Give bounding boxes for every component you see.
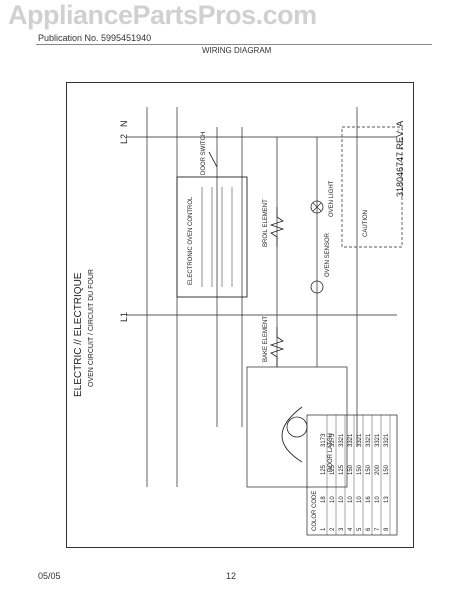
color-code-cell-temp: 150 xyxy=(384,464,390,475)
color-code-cell-wire: 3321 xyxy=(339,433,345,447)
color-code-cell-gauge: 10 xyxy=(348,496,354,503)
color-code-title: COLOR CODE xyxy=(312,491,318,531)
color-code-cell-wire: 3321 xyxy=(384,433,390,447)
color-code-cell-temp: 125 xyxy=(339,464,345,475)
caution-label: CAUTION xyxy=(363,210,369,237)
color-code-cell-gauge: 10 xyxy=(357,496,363,503)
color-code-cell-temp: 200 xyxy=(375,464,381,475)
color-code-cell-temp: 150 xyxy=(348,464,354,475)
latch-label: DOOR LATCH xyxy=(328,433,334,472)
wiring-diagram: ELECTRIC // ELECTRIQUE OVEN CIRCUIT / CI… xyxy=(73,107,405,536)
supply-l1-label: L1 xyxy=(119,312,129,322)
watermark: AppliancePartsPros.com xyxy=(8,0,317,30)
color-code-cell-gauge: 10 xyxy=(330,496,336,503)
color-code-cell-code: 1 xyxy=(321,527,327,531)
header-rule xyxy=(36,44,432,45)
door-switch-label: DOOR SWITCH xyxy=(201,132,207,175)
color-code-cell-temp: 150 xyxy=(366,464,372,475)
color-code-cell-wire: 3321 xyxy=(348,433,354,447)
wiring-diagram-frame: ELECTRIC // ELECTRIQUE OVEN CIRCUIT / CI… xyxy=(66,82,414,548)
supply-l2-label: L2 xyxy=(119,134,129,144)
color-code-cell-code: 2 xyxy=(330,527,336,531)
color-code-cell-code: 6 xyxy=(366,527,372,531)
color-code-cell-wire: 3173 xyxy=(321,433,327,447)
diagram-subheading: OVEN CIRCUIT / CIRCUIT DU FOUR xyxy=(88,269,95,387)
footer-date: 05/05 xyxy=(38,571,61,581)
page-header: Publication No. 5995451940 xyxy=(38,33,152,43)
sensor-label: OVEN SENSOR xyxy=(325,232,331,277)
color-code-table xyxy=(306,414,398,536)
color-code-cell-gauge: 10 xyxy=(339,496,345,503)
color-code-cell-temp: 125 xyxy=(321,464,327,475)
color-code-cell-wire: 3321 xyxy=(366,433,372,447)
color-code-cell-gauge: 18 xyxy=(321,496,327,503)
color-code-cell-wire: 3321 xyxy=(357,433,363,447)
color-code-cell-wire: 3321 xyxy=(375,433,381,447)
diagram-title: WIRING DIAGRAM xyxy=(202,46,272,55)
light-label: OVEN LIGHT xyxy=(329,180,335,217)
color-code-cell-gauge: 13 xyxy=(384,496,390,503)
color-code-cell-code: 3 xyxy=(339,527,345,531)
color-code-cell-code: 8 xyxy=(384,527,390,531)
bake-element-label: BAKE ELEMENT xyxy=(263,316,269,362)
part-number: 318046747 REV: A xyxy=(395,121,405,197)
supply-n-label: N xyxy=(119,121,129,128)
color-code-cell-temp: 150 xyxy=(357,464,363,475)
color-code-cell-wire: 3173 xyxy=(330,433,336,447)
color-code-cell-code: 5 xyxy=(357,527,363,531)
broil-element-label: BROIL ELEMENT xyxy=(263,199,269,247)
oven-control-label: ELECTRONIC OVEN CONTROL xyxy=(188,196,194,285)
diagram-heading: ELECTRIC // ELECTRIQUE xyxy=(73,272,84,397)
color-code-cell-gauge: 10 xyxy=(375,496,381,503)
color-code-cell-gauge: 16 xyxy=(366,496,372,503)
footer-page: 12 xyxy=(226,571,237,581)
color-code-cell-code: 7 xyxy=(375,527,381,531)
color-code-cell-temp: 125 xyxy=(330,464,336,475)
color-code-cell-code: 4 xyxy=(348,527,354,531)
oven-control-block xyxy=(176,176,248,298)
